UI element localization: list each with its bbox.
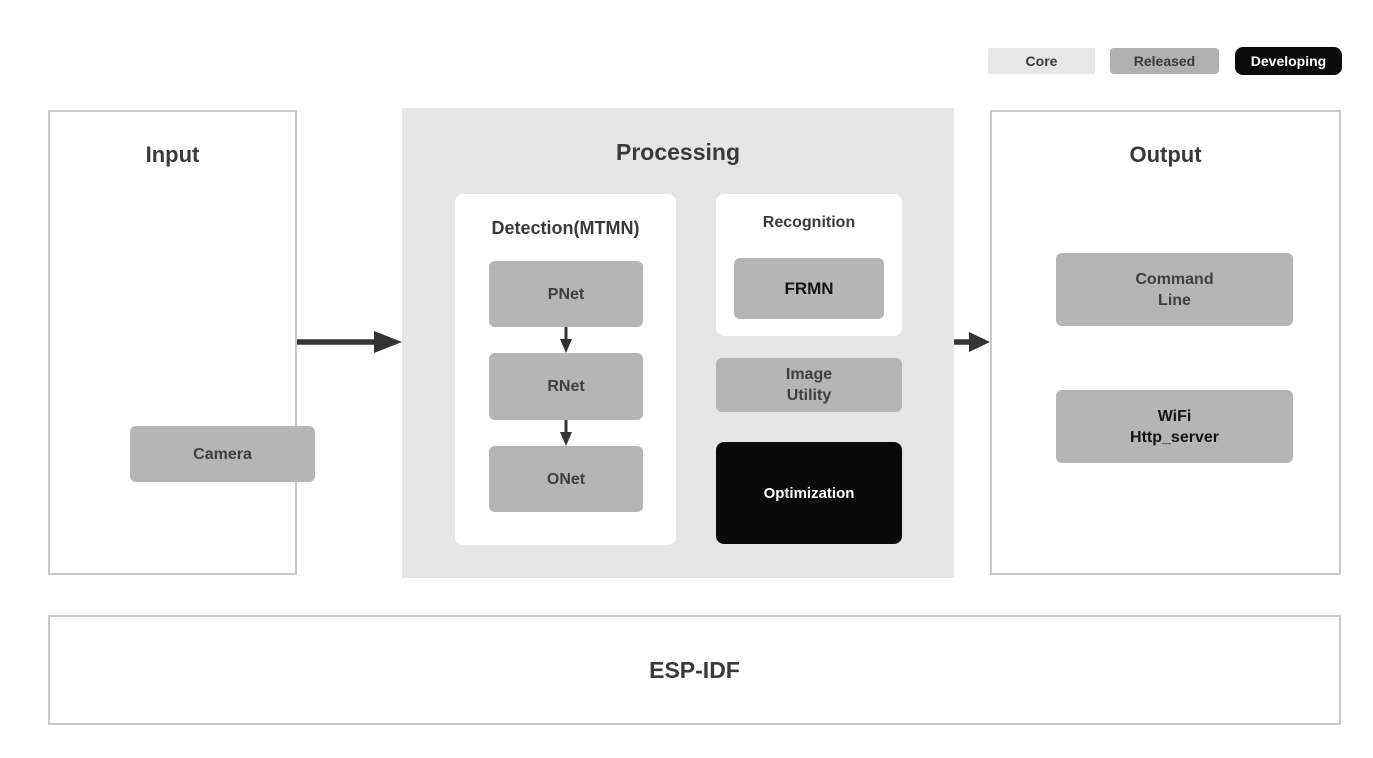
input-panel: Input Camera xyxy=(48,110,315,575)
processing-panel-title: Processing xyxy=(616,139,740,165)
recognition-group-title: Recognition xyxy=(762,214,856,231)
frmn-node: FRMN xyxy=(734,258,884,319)
arrow-right-icon xyxy=(297,331,402,353)
legend-chip-core: Core xyxy=(988,48,1095,74)
detection-group: Detection(MTMN) PNet RNet ONet xyxy=(455,194,676,545)
onet-node: ONet xyxy=(489,446,643,512)
esp-idf-panel: ESP-IDF xyxy=(48,615,1341,725)
output-panel: Output Command Line WiFi Http_server xyxy=(990,110,1341,575)
arrow-down-icon xyxy=(560,420,572,446)
rnet-node: RNet xyxy=(489,353,643,420)
recognition-group: Recognition FRMN xyxy=(716,194,902,336)
input-panel-title: Input xyxy=(145,142,200,167)
detection-group-title: Detection(MTMN) xyxy=(491,218,640,238)
legend-chip-developing: Developing xyxy=(1235,47,1342,75)
image-utility-node: Image Utility xyxy=(716,358,902,412)
camera-node: Camera xyxy=(130,426,315,482)
wifi-http-server-node: WiFi Http_server xyxy=(1056,390,1293,463)
command-line-node: Command Line xyxy=(1056,253,1293,326)
arrow-right-icon xyxy=(954,332,990,352)
legend-chip-released: Released xyxy=(1110,48,1219,74)
output-panel-title: Output xyxy=(1129,142,1202,167)
esp-idf-title: ESP-IDF xyxy=(649,657,740,683)
arrow-down-icon xyxy=(560,327,572,353)
optimization-node: Optimization xyxy=(716,442,902,544)
pnet-node: PNet xyxy=(489,261,643,327)
